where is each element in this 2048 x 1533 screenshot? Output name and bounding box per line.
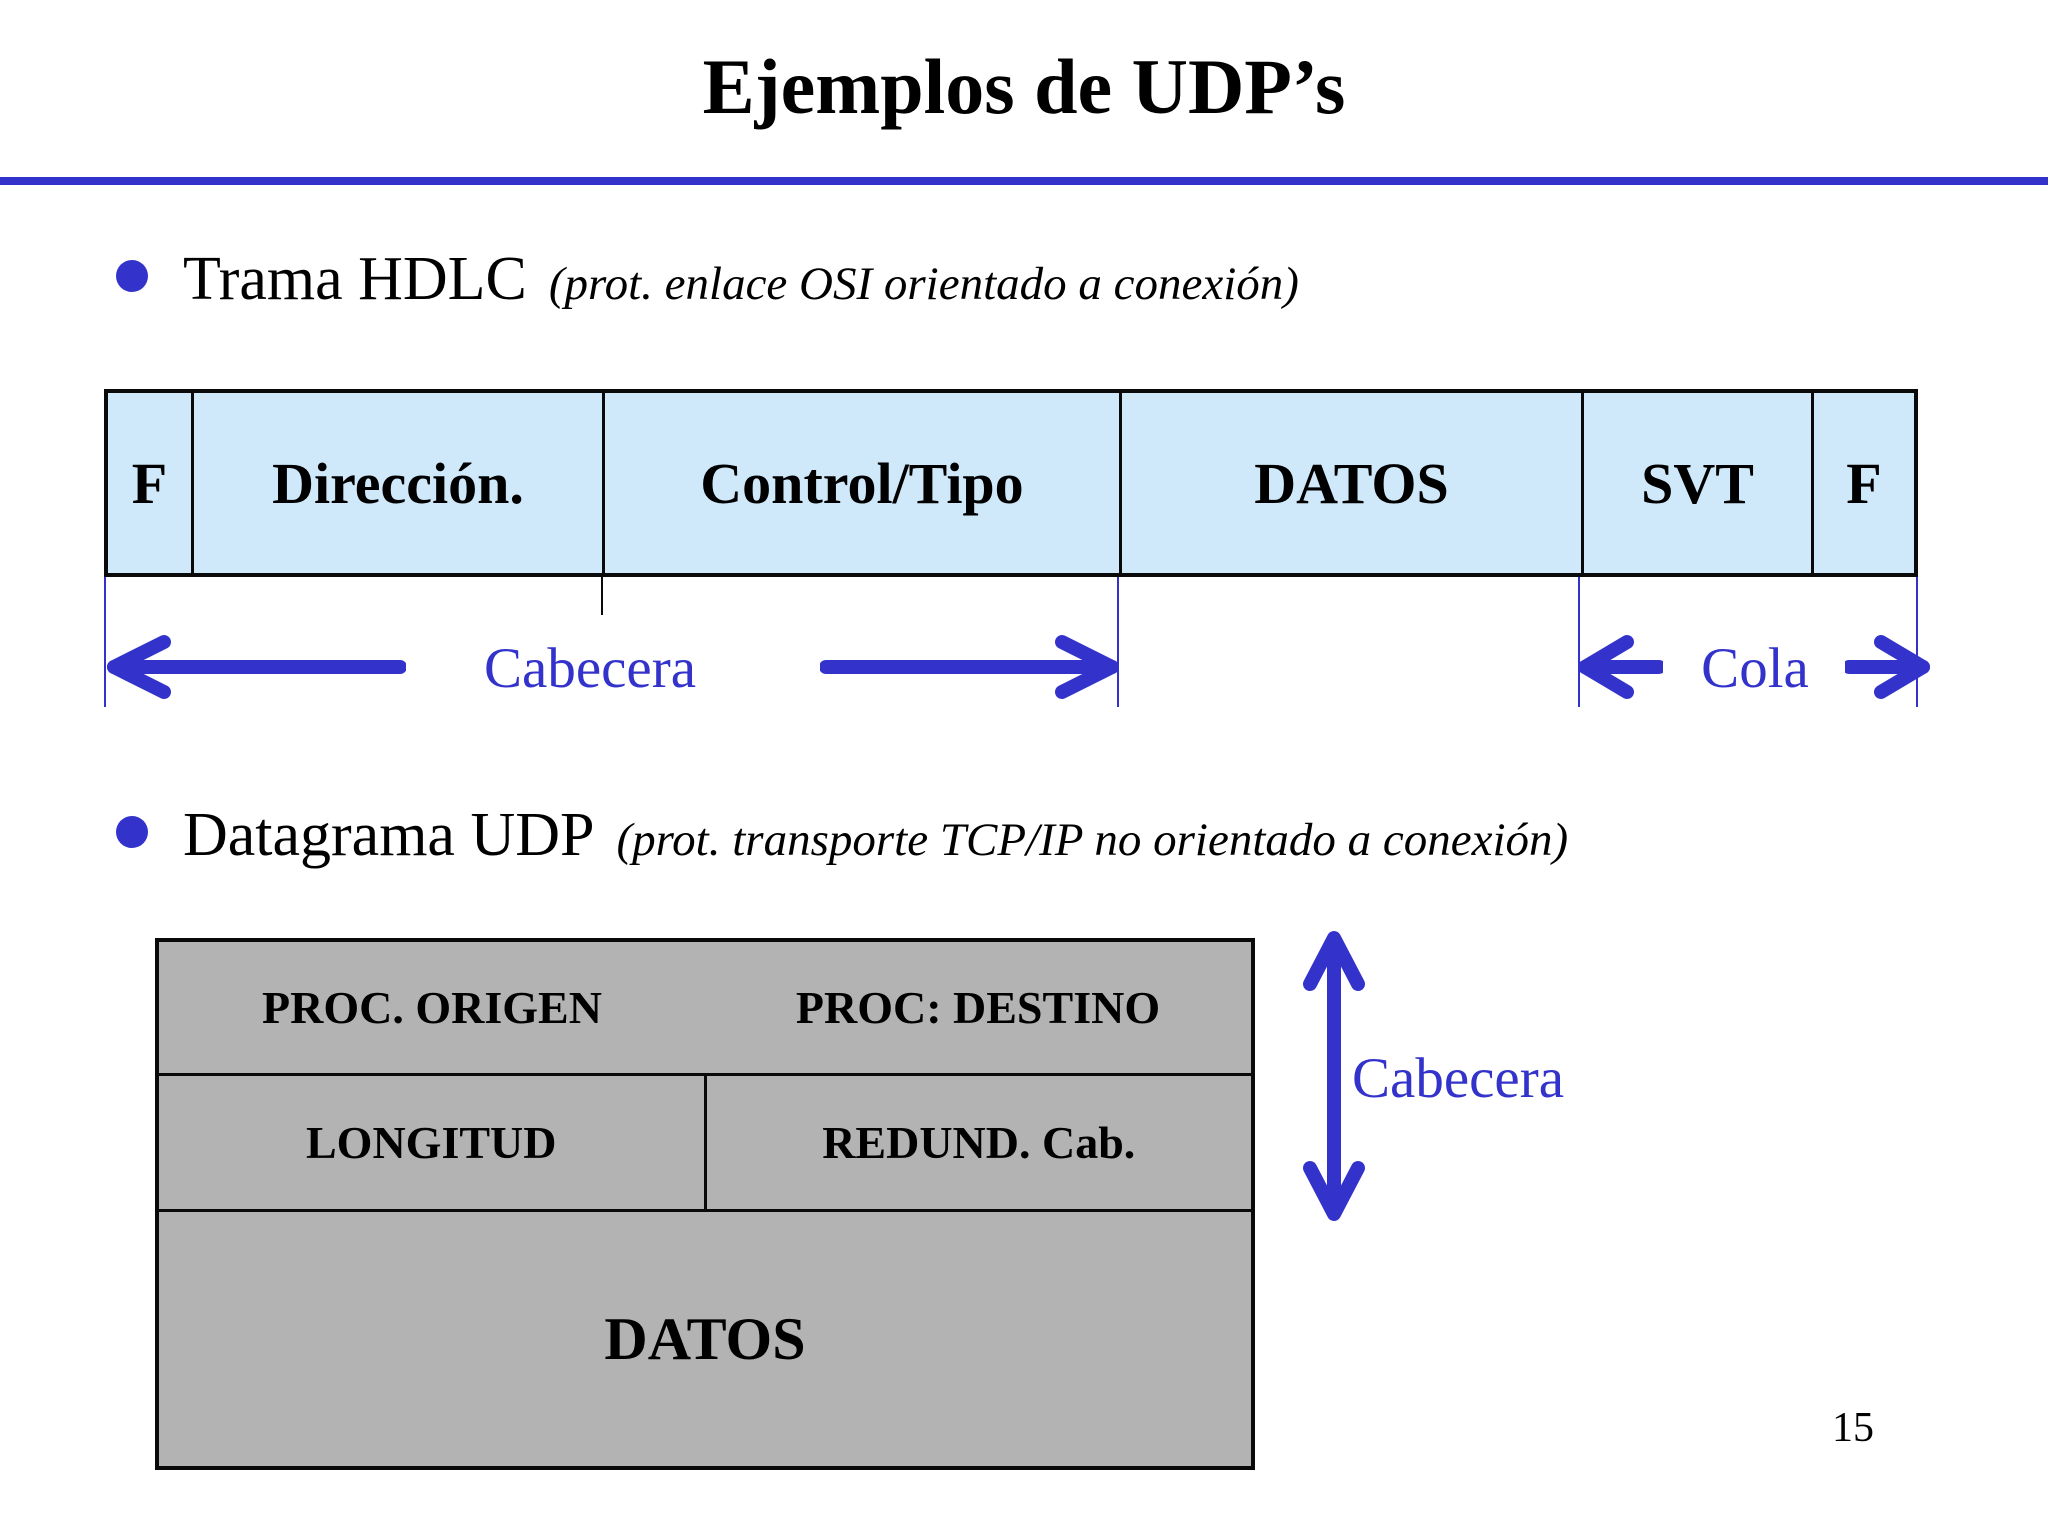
- udp-cabecera-vertical-arrow-icon: [1303, 931, 1365, 1221]
- udp-row-ports: PROC. ORIGEN PROC: DESTINO: [159, 942, 1251, 1076]
- hdlc-frame-table: F Dirección. Control/Tipo DATOS SVT F: [104, 389, 1918, 577]
- bullet-icon: [116, 816, 148, 848]
- cabecera-left-arrow-icon: [107, 635, 406, 699]
- guide-line-right-edge: [1916, 577, 1918, 707]
- hdlc-cell-svt: SVT: [1584, 393, 1814, 573]
- guide-line-left-edge: [104, 577, 106, 707]
- udp-cell-redund-cab: REDUND. Cab.: [822, 1117, 1136, 1168]
- guide-line-direccion-control: [601, 577, 603, 615]
- cabecera-label: Cabecera: [484, 637, 696, 700]
- udp-cell-longitud: LONGITUD: [159, 1076, 707, 1209]
- hdlc-cell-datos: DATOS: [1122, 393, 1584, 573]
- udp-cell-datos: DATOS: [604, 1305, 806, 1372]
- hdlc-cell-control-tipo: Control/Tipo: [605, 393, 1122, 573]
- page-title: Ejemplos de UDP’s: [702, 43, 1346, 130]
- guide-line-control-datos: [1117, 577, 1119, 707]
- udp-row-datos: DATOS: [159, 1212, 1251, 1466]
- bullet-datagrama-udp: Datagrama UDP (prot. transporte TCP/IP no…: [183, 800, 1568, 871]
- cola-label: Cola: [1701, 637, 1809, 700]
- cola-right-arrow-icon: [1845, 635, 1930, 699]
- cola-left-arrow-icon: [1578, 635, 1663, 699]
- bullet-label: Datagrama UDP: [183, 801, 595, 869]
- hdlc-cell-direccion: Dirección.: [194, 393, 605, 573]
- udp-row-length-checksum: LONGITUD REDUND. Cab.: [159, 1076, 1251, 1212]
- hdlc-cell-flag-end: F: [1814, 393, 1914, 573]
- udp-datagram-table: PROC. ORIGEN PROC: DESTINO LONGITUD REDU…: [155, 938, 1255, 1470]
- udp-cell-proc-origen: PROC. ORIGEN: [262, 982, 602, 1033]
- bullet-icon: [116, 260, 148, 292]
- udp-cabecera-label: Cabecera: [1352, 1047, 1564, 1110]
- bullet-note: (prot. enlace OSI orientado a conexión): [548, 258, 1299, 310]
- bullet-trama-hdlc: Trama HDLC (prot. enlace OSI orientado a …: [183, 244, 1299, 315]
- hdlc-cell-flag-start: F: [108, 393, 194, 573]
- bullet-label: Trama HDLC: [183, 245, 527, 313]
- bullet-note: (prot. transporte TCP/IP no orientado a …: [616, 814, 1569, 866]
- page-number: 15: [1832, 1405, 1874, 1451]
- title-divider: [0, 177, 2048, 185]
- guide-line-datos-svt: [1578, 577, 1580, 707]
- cabecera-right-arrow-icon: [820, 635, 1119, 699]
- udp-cell-proc-destino: PROC: DESTINO: [795, 982, 1161, 1033]
